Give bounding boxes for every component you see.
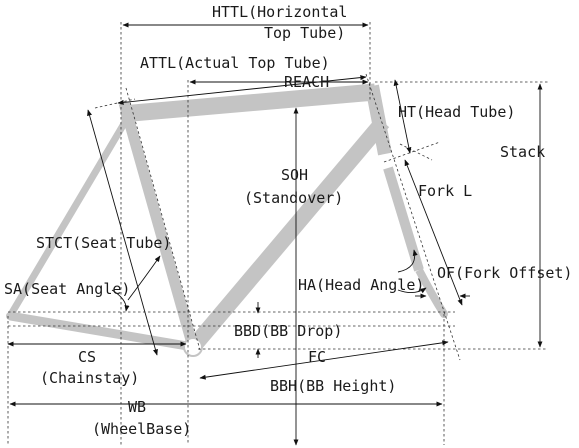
fork-l-dim	[404, 159, 463, 306]
stct-dim	[87, 109, 158, 356]
label-ha: HA(Head Angle)	[298, 276, 424, 294]
bicycle-frame	[6, 83, 448, 357]
sa-arc	[111, 289, 130, 312]
chainstay	[9, 311, 194, 352]
label-ht: HT(Head Tube)	[398, 103, 515, 121]
stct-arc	[127, 255, 161, 301]
label-soh-2: (Standover)	[244, 189, 343, 207]
label-stack: Stack	[500, 143, 545, 161]
label-bbd: BBD(BB Drop)	[234, 322, 342, 340]
label-of: OF(Fork Offset)	[437, 264, 572, 282]
label-fork-l: Fork L	[418, 182, 472, 200]
rear-axle	[6, 312, 14, 320]
dimension-lines	[7, 22, 543, 446]
down-tube	[186, 116, 390, 353]
label-fc: FC	[308, 348, 326, 366]
label-reach: REACH	[284, 73, 329, 91]
label-wb-1: WB	[128, 398, 146, 416]
label-cs-2: (Chainstay)	[40, 369, 139, 387]
ht-dim	[393, 79, 412, 154]
ha-arc	[397, 249, 418, 273]
label-cs-1: CS	[78, 348, 96, 366]
label-bbh: BBH(BB Height)	[270, 377, 396, 395]
label-wb-2: (WheelBase)	[92, 420, 191, 438]
label-soh-1: SOH	[281, 166, 308, 184]
seat-tube	[118, 101, 199, 349]
head-tube	[365, 84, 392, 156]
bottom-bracket	[183, 337, 203, 357]
label-httl-2: Top Tube)	[264, 24, 345, 42]
ha-arc-b	[397, 287, 427, 294]
labels: HTTL(Horizontal Top Tube) ATTL(Actual To…	[4, 3, 572, 438]
label-sa: SA(Seat Angle)	[4, 280, 130, 298]
label-stct: STCT(Seat Tube)	[36, 234, 171, 252]
fc-dim	[199, 340, 449, 380]
top-tube	[120, 83, 376, 123]
label-attl: ATTL(Actual Top Tube)	[140, 54, 330, 72]
label-httl-1: HTTL(Horizontal	[212, 3, 347, 21]
